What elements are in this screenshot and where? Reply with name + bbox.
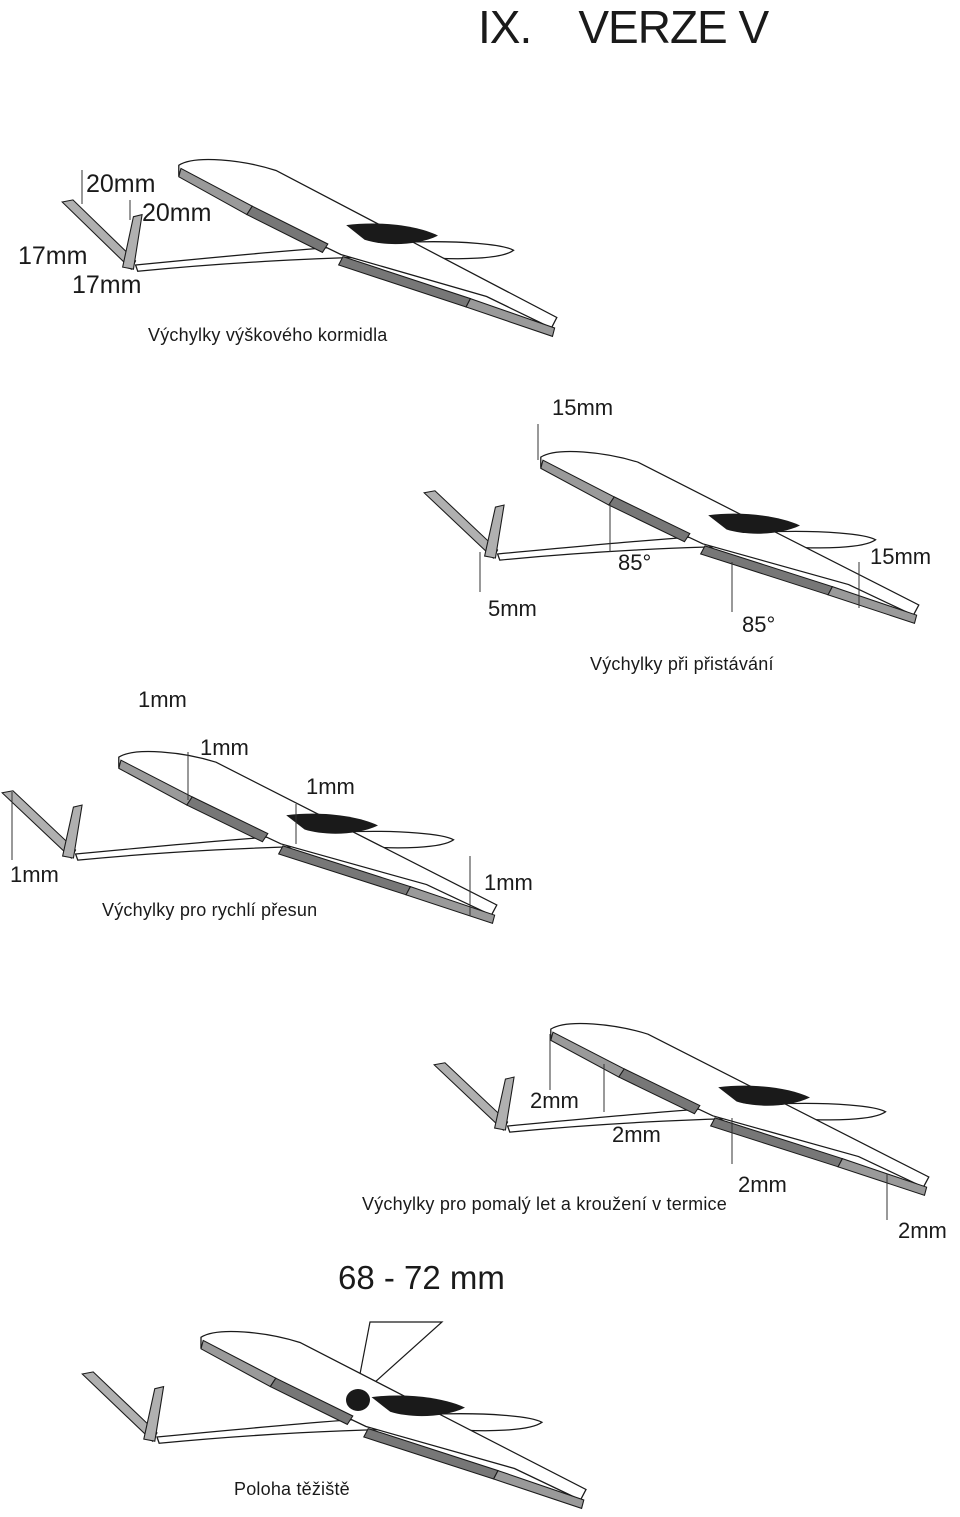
cg-range-label: 68 - 72 mm	[338, 1259, 505, 1296]
fast-top-left-label: 1mm	[138, 687, 187, 712]
page-title: IX. VERZE V	[478, 1, 769, 53]
glider-cg-diagram	[81, 1321, 587, 1510]
fast-tail-label: 1mm	[10, 862, 59, 887]
landing-angle-outer-label: 85°	[742, 612, 776, 637]
cg-marker	[346, 1389, 370, 1411]
thermal-right1-label: 2mm	[738, 1172, 787, 1197]
thermal-mid1-label: 2mm	[530, 1088, 579, 1113]
fast-caption: Výchylky pro rychlí přesun	[102, 900, 318, 920]
landing-flap-top-label: 15mm	[552, 395, 614, 420]
elevator-down-inner-label: 17mm	[72, 271, 142, 299]
thermal-right2-label: 2mm	[898, 1218, 947, 1243]
cg-caption: Poloha těžiště	[234, 1479, 350, 1499]
elevator-down-outer-label: 17mm	[18, 242, 88, 270]
elevator-up-outer-label: 20mm	[86, 170, 156, 198]
elevator-caption: Výchylky výškového kormidla	[148, 325, 388, 345]
elevator-up-inner-label: 20mm	[142, 199, 212, 227]
thermal-caption: Výchylky pro pomalý let a kroužení v ter…	[362, 1194, 727, 1214]
landing-flap-right-label: 15mm	[870, 544, 932, 569]
fast-top-mid-label: 1mm	[200, 735, 249, 760]
glider-thermal-diagram	[433, 1022, 930, 1220]
thermal-mid2-label: 2mm	[612, 1122, 661, 1147]
glider-fast-diagram	[1, 750, 498, 925]
landing-angle-inner-label: 85°	[618, 550, 652, 575]
glider-landing-diagram	[423, 424, 920, 625]
landing-tail-label: 5mm	[488, 596, 537, 621]
fast-wing-tip-label: 1mm	[484, 870, 533, 895]
landing-caption: Výchylky při přistávání	[590, 654, 774, 674]
glider-elevator-diagram	[61, 158, 558, 338]
fast-top-right-label: 1mm	[306, 774, 355, 799]
